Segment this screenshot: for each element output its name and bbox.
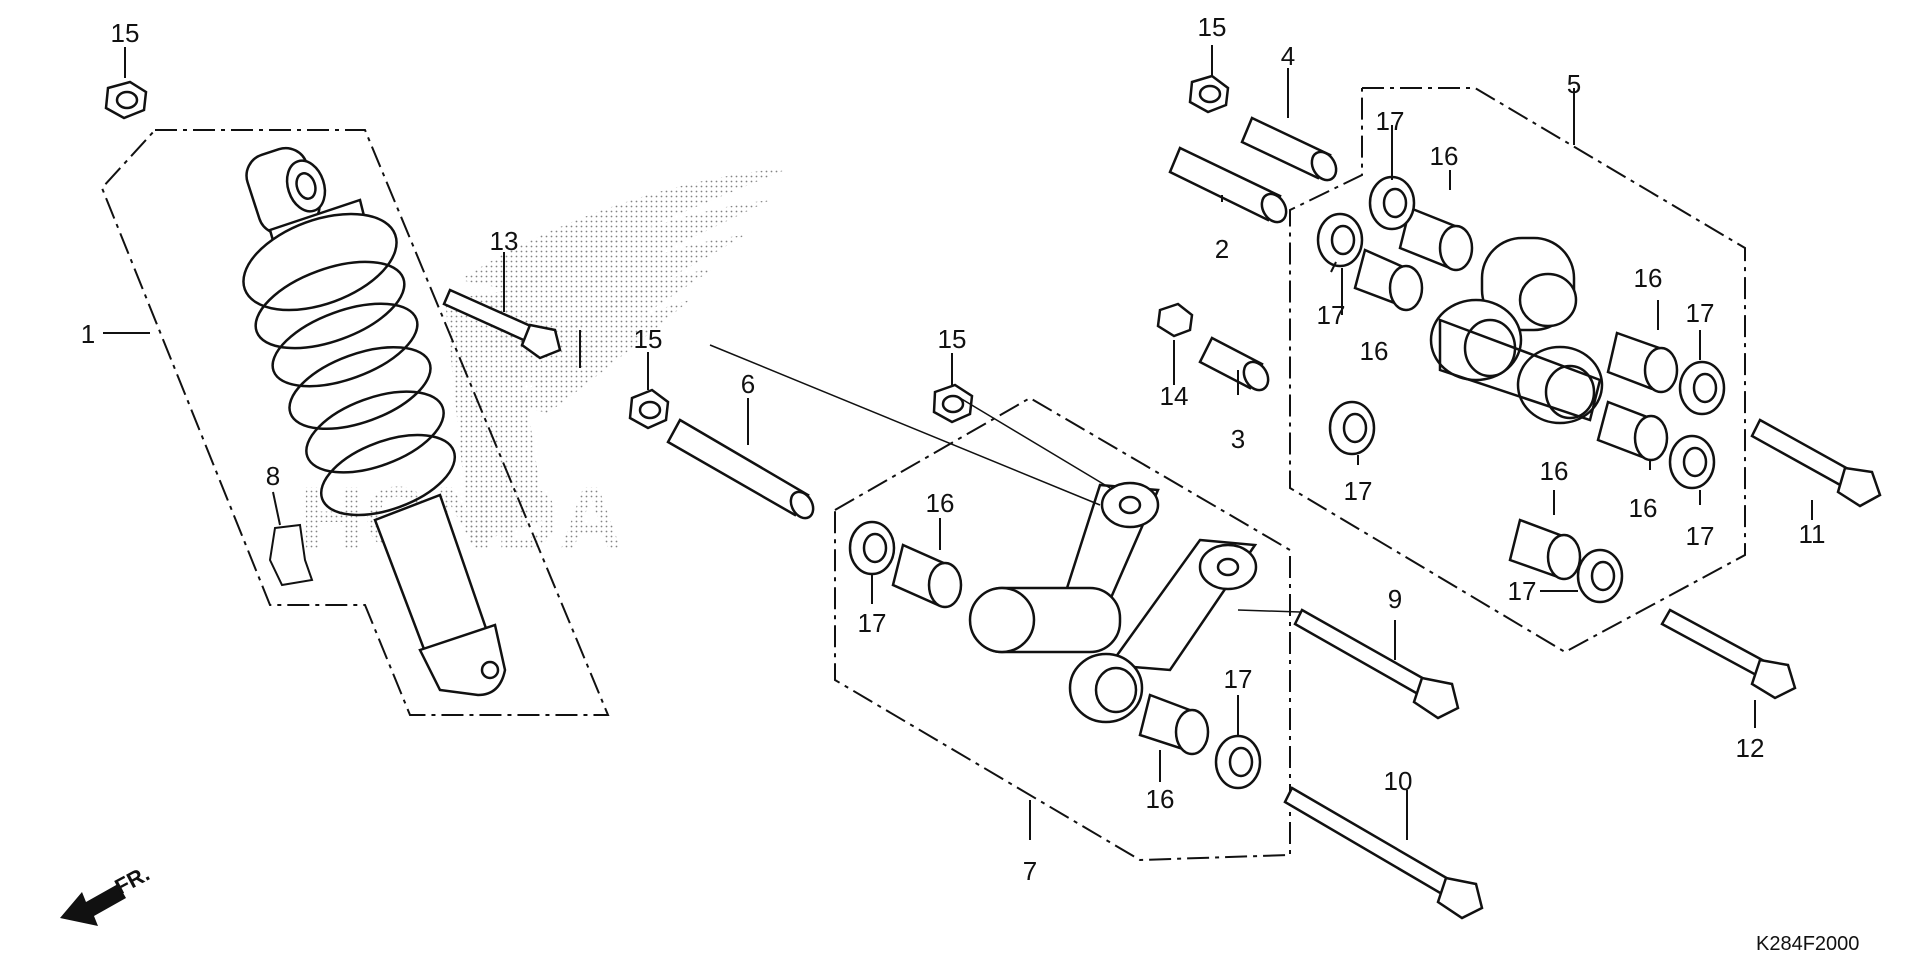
callout-15-d: 15 (1198, 12, 1227, 42)
callout-8: 8 (266, 461, 280, 491)
callout-17-b: 17 (1224, 664, 1253, 694)
bolt-9 (1293, 608, 1460, 720)
nut-14 (1156, 302, 1194, 338)
collar-6 (666, 418, 815, 520)
callout-15-c: 15 (938, 324, 967, 354)
bolt-13 (442, 288, 562, 360)
cushion-link (968, 481, 1258, 724)
nut-15-c (932, 383, 974, 424)
callout-2: 2 (1215, 234, 1229, 264)
callout-17-a: 17 (858, 608, 887, 638)
callout-4: 4 (1281, 41, 1295, 71)
callout-labels: 1 2 3 4 5 6 7 8 9 10 11 12 13 14 15 15 1… (81, 12, 1826, 886)
callout-1: 1 (81, 319, 95, 349)
nut-15-a (104, 80, 148, 120)
drawing-code: K284F2000 (1756, 933, 1859, 955)
cushion-link-group-outline (834, 396, 1291, 862)
nut-15-d (1188, 74, 1230, 114)
callout-10: 10 (1384, 766, 1413, 796)
callout-16-f: 16 (1629, 493, 1658, 523)
front-direction-arrow: FR. (60, 861, 154, 926)
callout-3: 3 (1231, 424, 1245, 454)
needle-bearings (891, 206, 1679, 756)
cushion-arm-group-outline (1289, 87, 1746, 654)
bolt-11 (1750, 418, 1882, 508)
callout-7: 7 (1023, 856, 1037, 886)
callout-14: 14 (1160, 381, 1189, 411)
rear-shock-absorber (242, 146, 507, 697)
cushion-arm (1429, 236, 1604, 425)
callout-17-g: 17 (1686, 521, 1715, 551)
callout-13: 13 (490, 226, 519, 256)
bolt-12 (1660, 608, 1797, 700)
callout-17-h: 17 (1508, 576, 1537, 606)
honda-watermark-text: HONDA (300, 468, 623, 567)
leader-lines (103, 45, 1813, 840)
collar-4 (1240, 116, 1338, 182)
callout-11: 11 (1799, 519, 1826, 549)
callout-16-a: 16 (926, 488, 955, 518)
callout-16-d: 16 (1360, 336, 1389, 366)
shock-group-outline (100, 129, 610, 716)
callout-15-a: 15 (111, 18, 140, 48)
callout-16-c: 16 (1430, 141, 1459, 171)
callout-9: 9 (1388, 584, 1402, 614)
label-sticker (268, 523, 314, 587)
callout-12: 12 (1736, 733, 1765, 763)
collar-3 (1198, 336, 1270, 392)
callout-17-f: 17 (1686, 298, 1715, 328)
collar-2 (1168, 146, 1288, 224)
callout-6: 6 (741, 369, 755, 399)
callout-17-e: 17 (1344, 476, 1373, 506)
callout-16-e: 16 (1634, 263, 1663, 293)
callout-17-c: 17 (1376, 106, 1405, 136)
callout-17-d: 17 (1317, 300, 1346, 330)
nut-15-b (628, 388, 670, 430)
callout-16-g: 16 (1540, 456, 1569, 486)
callout-15-b: 15 (634, 324, 663, 354)
honda-wing-logo: HONDA (300, 168, 790, 567)
dust-seals (848, 175, 1726, 790)
callout-5: 5 (1567, 69, 1581, 99)
callout-16-b: 16 (1146, 784, 1175, 814)
bolt-10 (1283, 786, 1484, 920)
